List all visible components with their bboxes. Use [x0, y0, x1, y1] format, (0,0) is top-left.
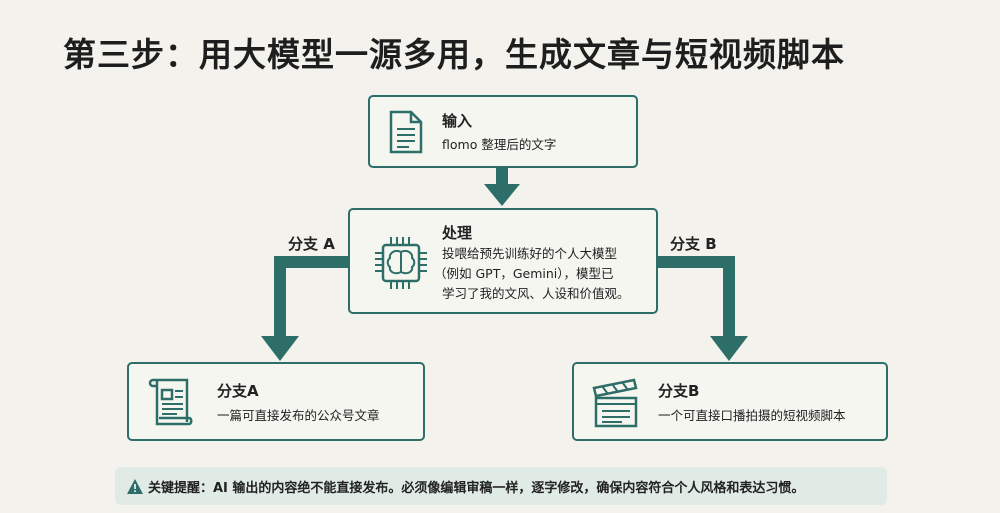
branch-b-heading: 分支B — [658, 382, 700, 400]
key-reminder-text: 关键提醒：AI 输出的内容绝不能直接发布。必须像编辑审稿一样，逐字修改，确保内容… — [148, 480, 805, 496]
key-reminder-banner: 关键提醒：AI 输出的内容绝不能直接发布。必须像编辑审稿一样，逐字修改，确保内容… — [115, 467, 887, 505]
clapperboard-icon — [592, 378, 638, 428]
branch-b-box: 分支B 一个可直接口播拍摄的短视频脚本 — [572, 362, 888, 441]
process-line: （例如 GPT，Gemini），模型已 — [434, 266, 614, 281]
process-line: 投喂给预先训练好的个人大模型 — [442, 246, 618, 261]
arrow-input-to-process — [496, 166, 508, 186]
branch-a-text: 一篇可直接发布的公众号文章 — [217, 408, 380, 423]
branch-a-heading: 分支A — [217, 382, 259, 400]
page-title: 第三步：用大模型一源多用，生成文章与短视频脚本 — [63, 35, 845, 74]
warning-icon — [127, 478, 143, 494]
branch-b-label: 分支 B — [670, 235, 717, 253]
branch-a-label: 分支 A — [288, 235, 335, 253]
ai-chip-brain-icon — [375, 237, 427, 289]
arrowhead-down — [484, 184, 520, 206]
branch-b-text: 一个可直接口播拍摄的短视频脚本 — [658, 408, 846, 423]
arrowhead-branch-a — [261, 336, 299, 361]
input-heading: 输入 — [442, 112, 473, 130]
branch-a-connector — [274, 256, 350, 268]
process-heading: 处理 — [442, 224, 473, 242]
process-line: 学习了我的文风、人设和价值观。 — [442, 286, 630, 301]
branch-b-connector — [655, 256, 735, 268]
branch-a-box: 分支A 一篇可直接发布的公众号文章 — [127, 362, 425, 441]
process-text: 投喂给预先训练好的个人大模型 （例如 GPT，Gemini），模型已 学习了我的… — [434, 244, 630, 304]
article-scroll-icon — [148, 378, 193, 426]
document-icon — [389, 110, 423, 154]
input-box: 输入 flomo 整理后的文字 — [368, 95, 638, 168]
process-box: 处理 投喂给预先训练好的个人大模型 （例如 GPT，Gemini），模型已 学习… — [348, 208, 658, 314]
arrowhead-branch-b — [710, 336, 748, 361]
input-text: flomo 整理后的文字 — [442, 137, 557, 152]
